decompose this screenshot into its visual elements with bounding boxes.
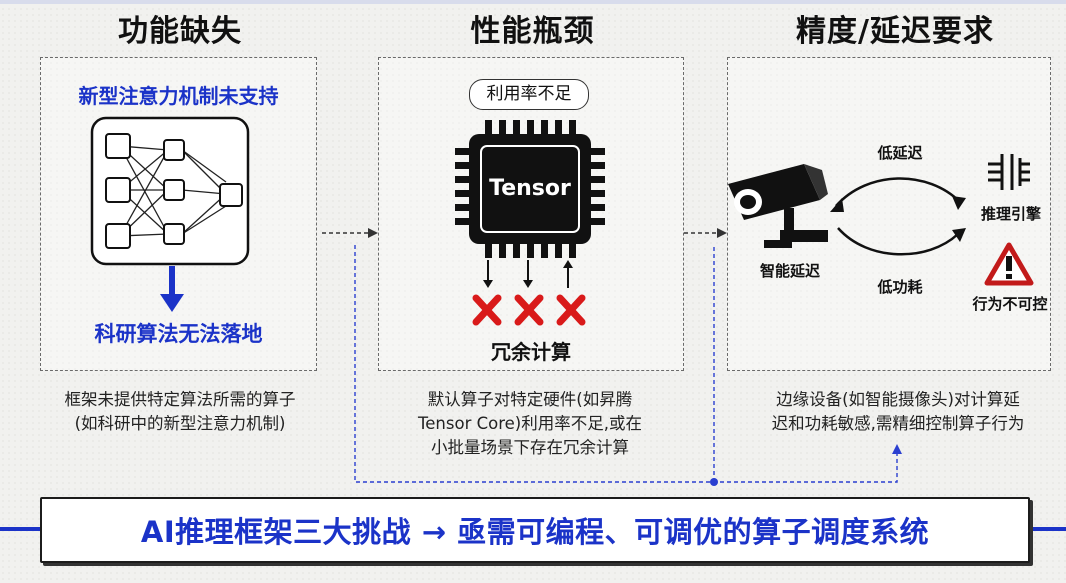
column-title-2: 性能瓶颈 xyxy=(470,14,595,49)
box-heading-1: 新型注意力机制未支持 xyxy=(78,84,279,108)
description-2-line-2: Tensor Core)利用率不足,或在 xyxy=(418,414,642,433)
warning-icon xyxy=(984,242,1034,286)
bottom-blue-line-left xyxy=(0,527,40,531)
description-1-line-1: 框架未提供特定算法所需的算子 xyxy=(64,390,296,409)
bidirectional-arrows xyxy=(828,168,968,264)
low-power-label: 低功耗 xyxy=(877,278,923,296)
blue-top-stripe xyxy=(0,0,1066,4)
description-3: 边缘设备(如智能摄像头)对计算延 迟和功耗敏感,需精细控制算子行为 xyxy=(740,388,1056,436)
conclusion-text: AI推理框架三大挑战 → 亟需可编程、可调优的算子调度系统 xyxy=(140,515,930,549)
box-footer-1: 科研算法无法落地 xyxy=(94,322,263,346)
warning-label: 行为不可控 xyxy=(972,295,1048,313)
cross-icon xyxy=(470,294,590,328)
box-footer-2: 冗余计算 xyxy=(491,340,571,364)
column-title-1: 功能缺失 xyxy=(118,14,242,49)
chip-label: Tensor xyxy=(489,176,571,201)
engine-label: 推理引擎 xyxy=(980,205,1041,223)
down-arrow-icon xyxy=(160,266,184,312)
bottom-blue-line-right xyxy=(1030,527,1066,531)
precision-latency-box xyxy=(727,57,1051,371)
description-3-line-2: 迟和功耗敏感,需精细控制算子行为 xyxy=(771,414,1025,433)
neural-network-icon xyxy=(90,116,250,266)
description-1-line-2: (如科研中的新型注意力机制) xyxy=(74,414,286,433)
description-1: 框架未提供特定算法所需的算子 (如科研中的新型注意力机制) xyxy=(30,388,330,436)
chip-io-arrows xyxy=(478,258,578,290)
column-title-3: 精度/延迟要求 xyxy=(796,14,994,49)
engine-icon xyxy=(986,150,1032,194)
conclusion-banner: AI推理框架三大挑战 → 亟需可编程、可调优的算子调度系统 xyxy=(40,497,1030,563)
camera-icon xyxy=(724,160,834,250)
description-2-line-3: 小批量场景下存在冗余计算 xyxy=(431,438,629,457)
description-3-line-1: 边缘设备(如智能摄像头)对计算延 xyxy=(776,390,1020,409)
chip-icon xyxy=(455,120,605,258)
utilization-pill: 利用率不足 xyxy=(469,79,589,110)
description-2: 默认算子对特定硬件(如昇腾 Tensor Core)利用率不足,或在 小批量场景… xyxy=(370,388,690,460)
low-latency-label: 低延迟 xyxy=(877,144,923,162)
camera-label: 智能延迟 xyxy=(759,262,820,280)
description-2-line-1: 默认算子对特定硬件(如昇腾 xyxy=(427,390,633,409)
